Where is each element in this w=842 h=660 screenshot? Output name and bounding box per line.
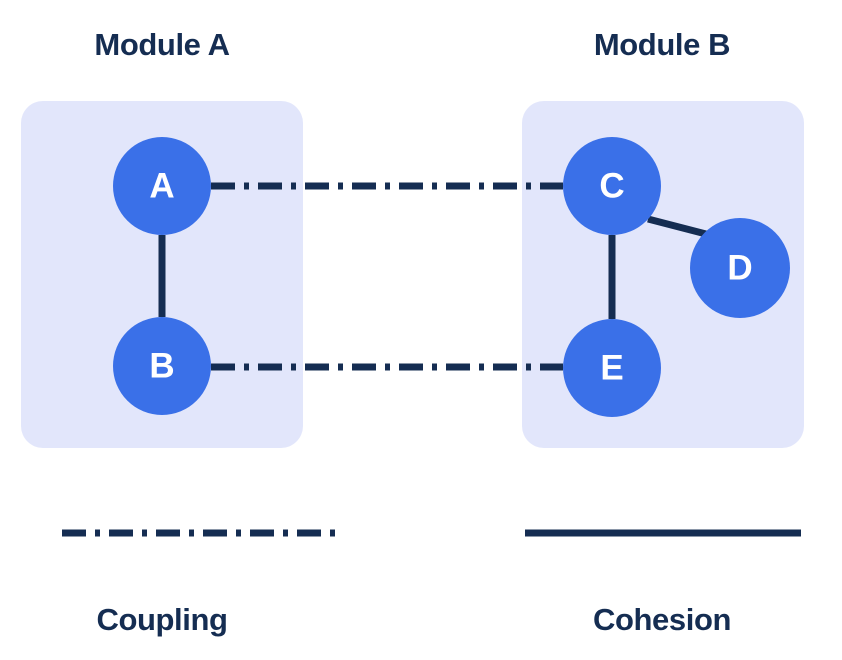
legend-coupling: Coupling <box>62 529 338 637</box>
legend-coupling-label: Coupling <box>96 602 227 637</box>
module-a-title: Module A <box>94 27 229 62</box>
node-c[interactable]: C <box>563 137 661 235</box>
node-label-e: E <box>600 349 623 388</box>
legend-cohesion-label: Cohesion <box>593 602 731 637</box>
edge-c-d[interactable] <box>647 215 707 238</box>
edges-layer <box>158 182 707 371</box>
node-circle-b <box>113 317 211 415</box>
node-d[interactable]: D <box>690 218 790 318</box>
module-b-title: Module B <box>594 27 730 62</box>
node-label-d: D <box>727 249 752 288</box>
node-circle-c <box>563 137 661 235</box>
node-circle-e <box>563 319 661 417</box>
node-e[interactable]: E <box>563 319 661 417</box>
node-label-c: C <box>599 167 624 206</box>
nodes-layer: A B C D E <box>113 137 790 417</box>
node-circle-a <box>113 137 211 235</box>
legend-cohesion: Cohesion <box>525 529 801 637</box>
node-label-b: B <box>149 347 174 386</box>
node-circle-d <box>690 218 790 318</box>
legend-layer: Coupling Cohesion <box>62 529 801 637</box>
node-b[interactable]: B <box>113 317 211 415</box>
node-label-a: A <box>149 167 174 206</box>
node-a[interactable]: A <box>113 137 211 235</box>
